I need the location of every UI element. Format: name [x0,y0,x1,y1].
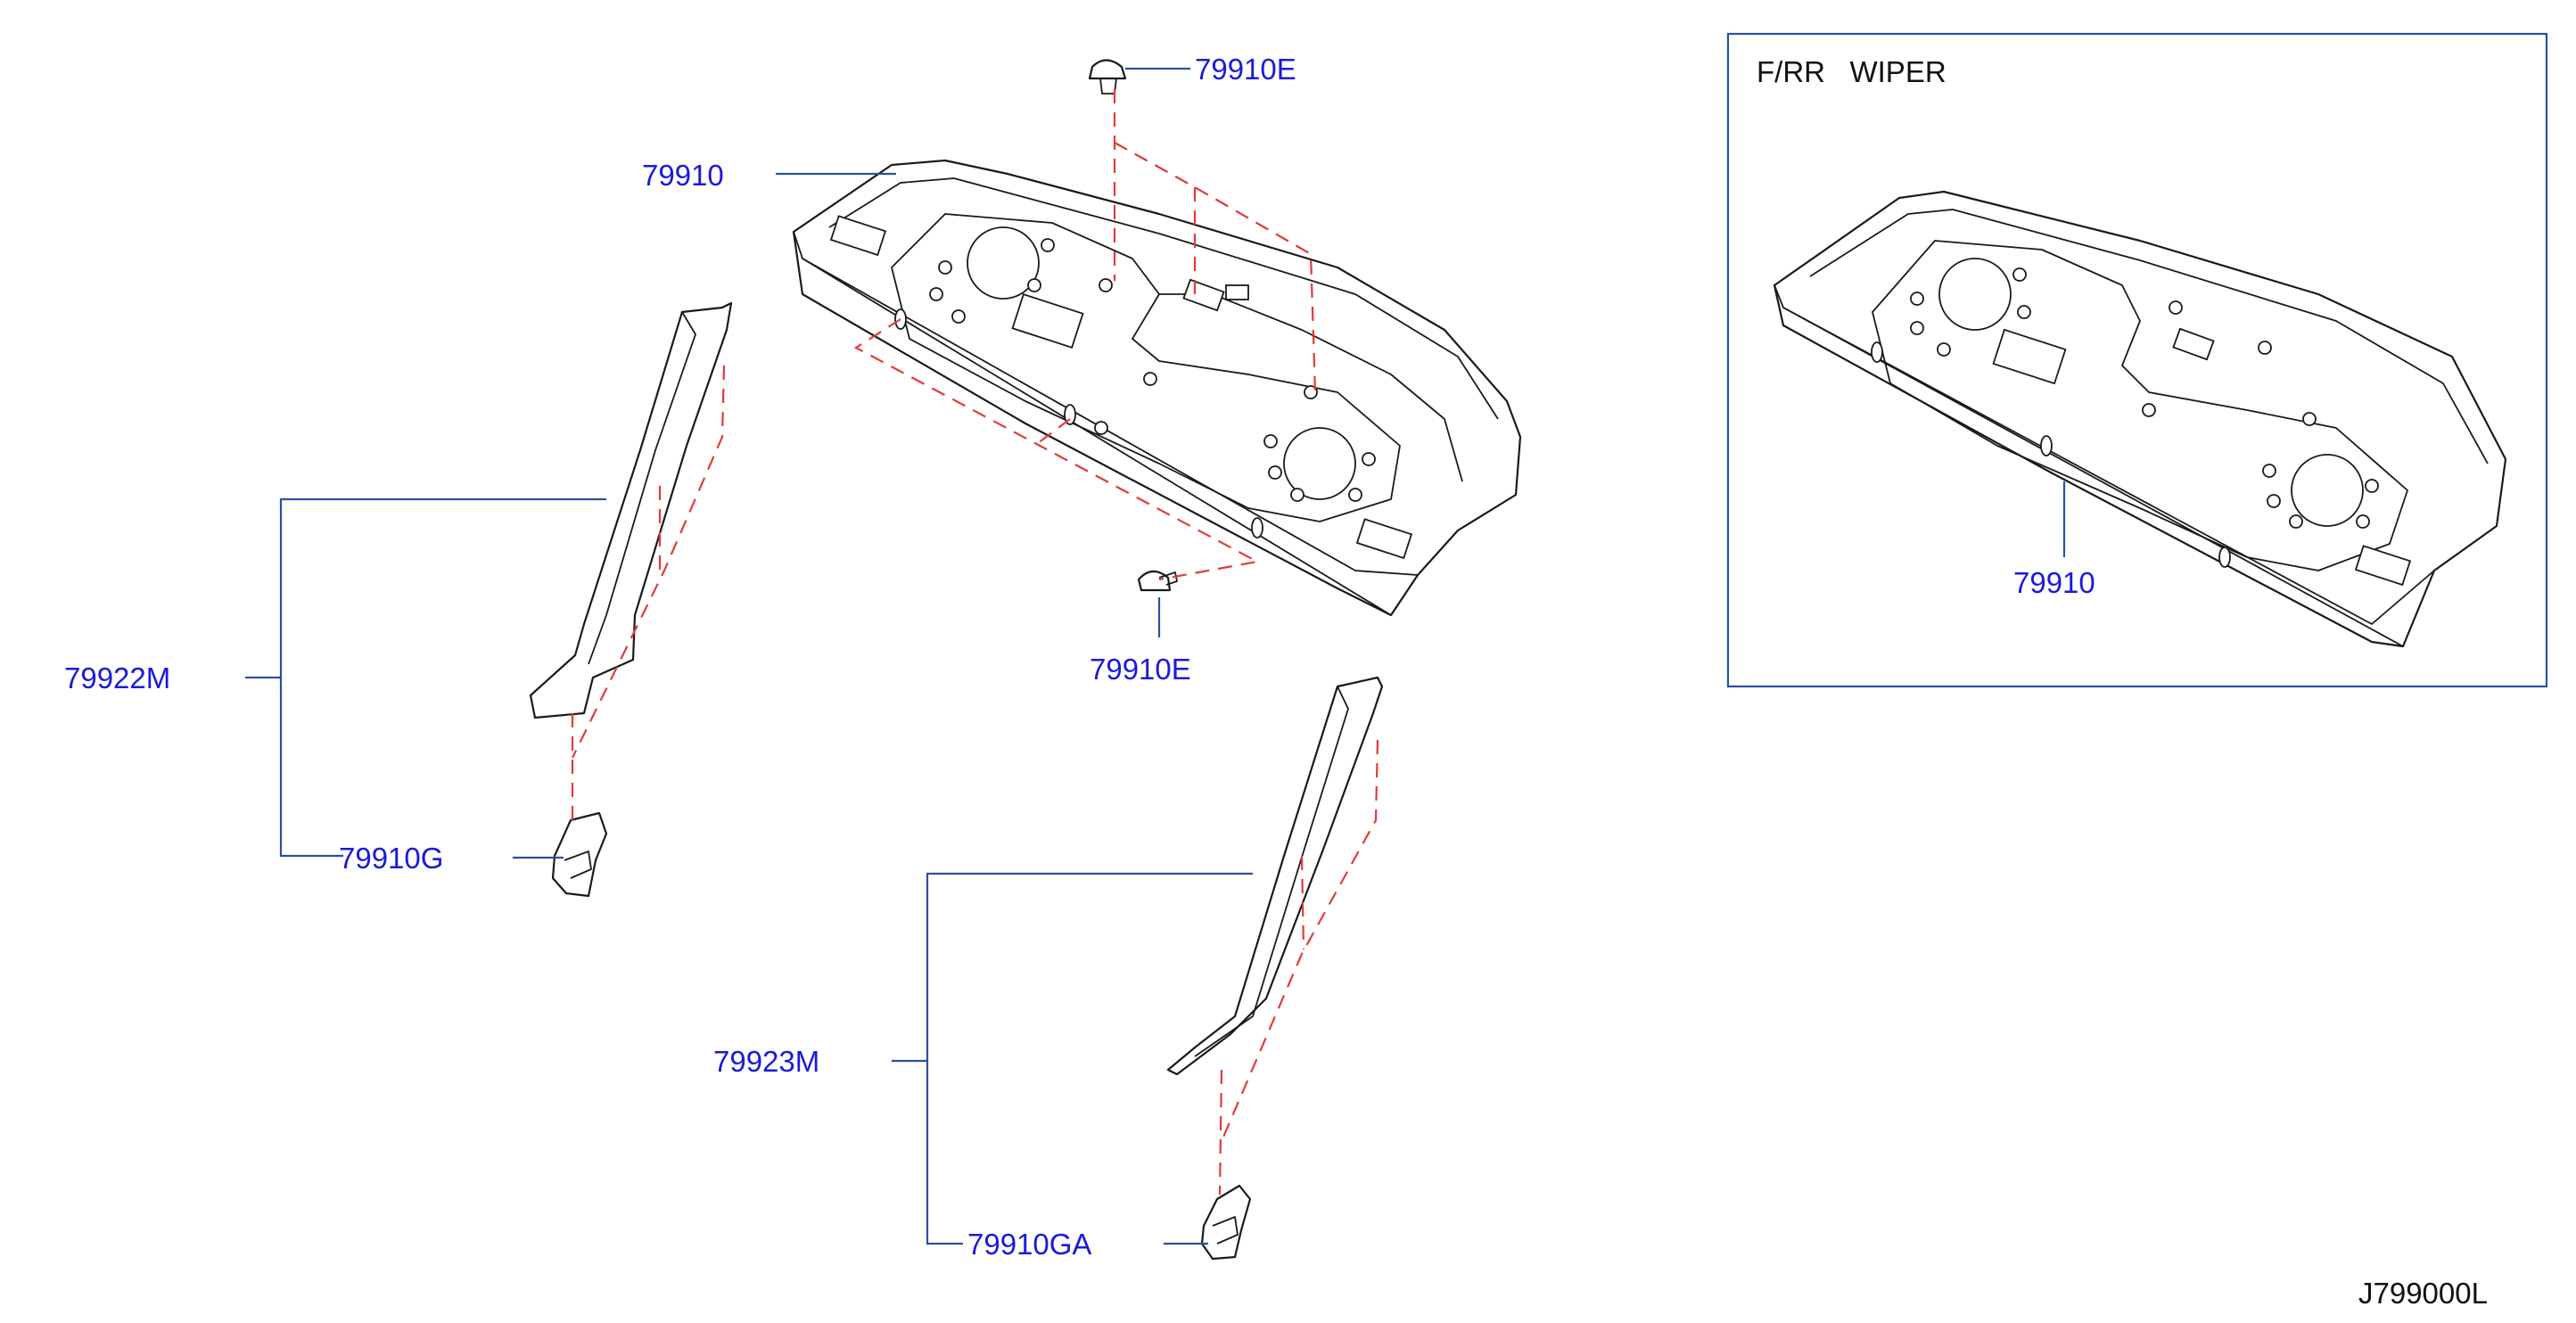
assembly-guide-lines [571,89,1379,1196]
label-79910e-top: 79910E [1195,53,1296,86]
label-79923m: 79923M [713,1045,819,1078]
parcel-shelf-inset [1773,190,2507,648]
clip-79910g [551,811,608,898]
label-79910-main: 79910 [642,159,724,192]
label-79922m: 79922M [64,662,170,694]
inset-f-rr-wiper: F/RR WIPER [1726,32,2548,688]
pillar-finisher-79922m [529,301,733,719]
clip-79910ga [1200,1184,1252,1261]
inset-title: F/RR WIPER [1757,55,1946,88]
label-79910ga: 79910GA [967,1228,1091,1261]
pillar-finisher-79923m [1166,676,1384,1076]
leader-lines [245,67,1253,1245]
label-79910-inset: 79910 [2013,566,2095,599]
label-79910e-bottom: 79910E [1090,653,1191,686]
clip-79910e-top [1088,59,1127,94]
clip-79910e-bottom [1137,570,1178,592]
label-79910g: 79910G [339,842,443,875]
parcel-shelf-main [792,159,1522,617]
diagram-code: J799000L [2358,1277,2488,1310]
